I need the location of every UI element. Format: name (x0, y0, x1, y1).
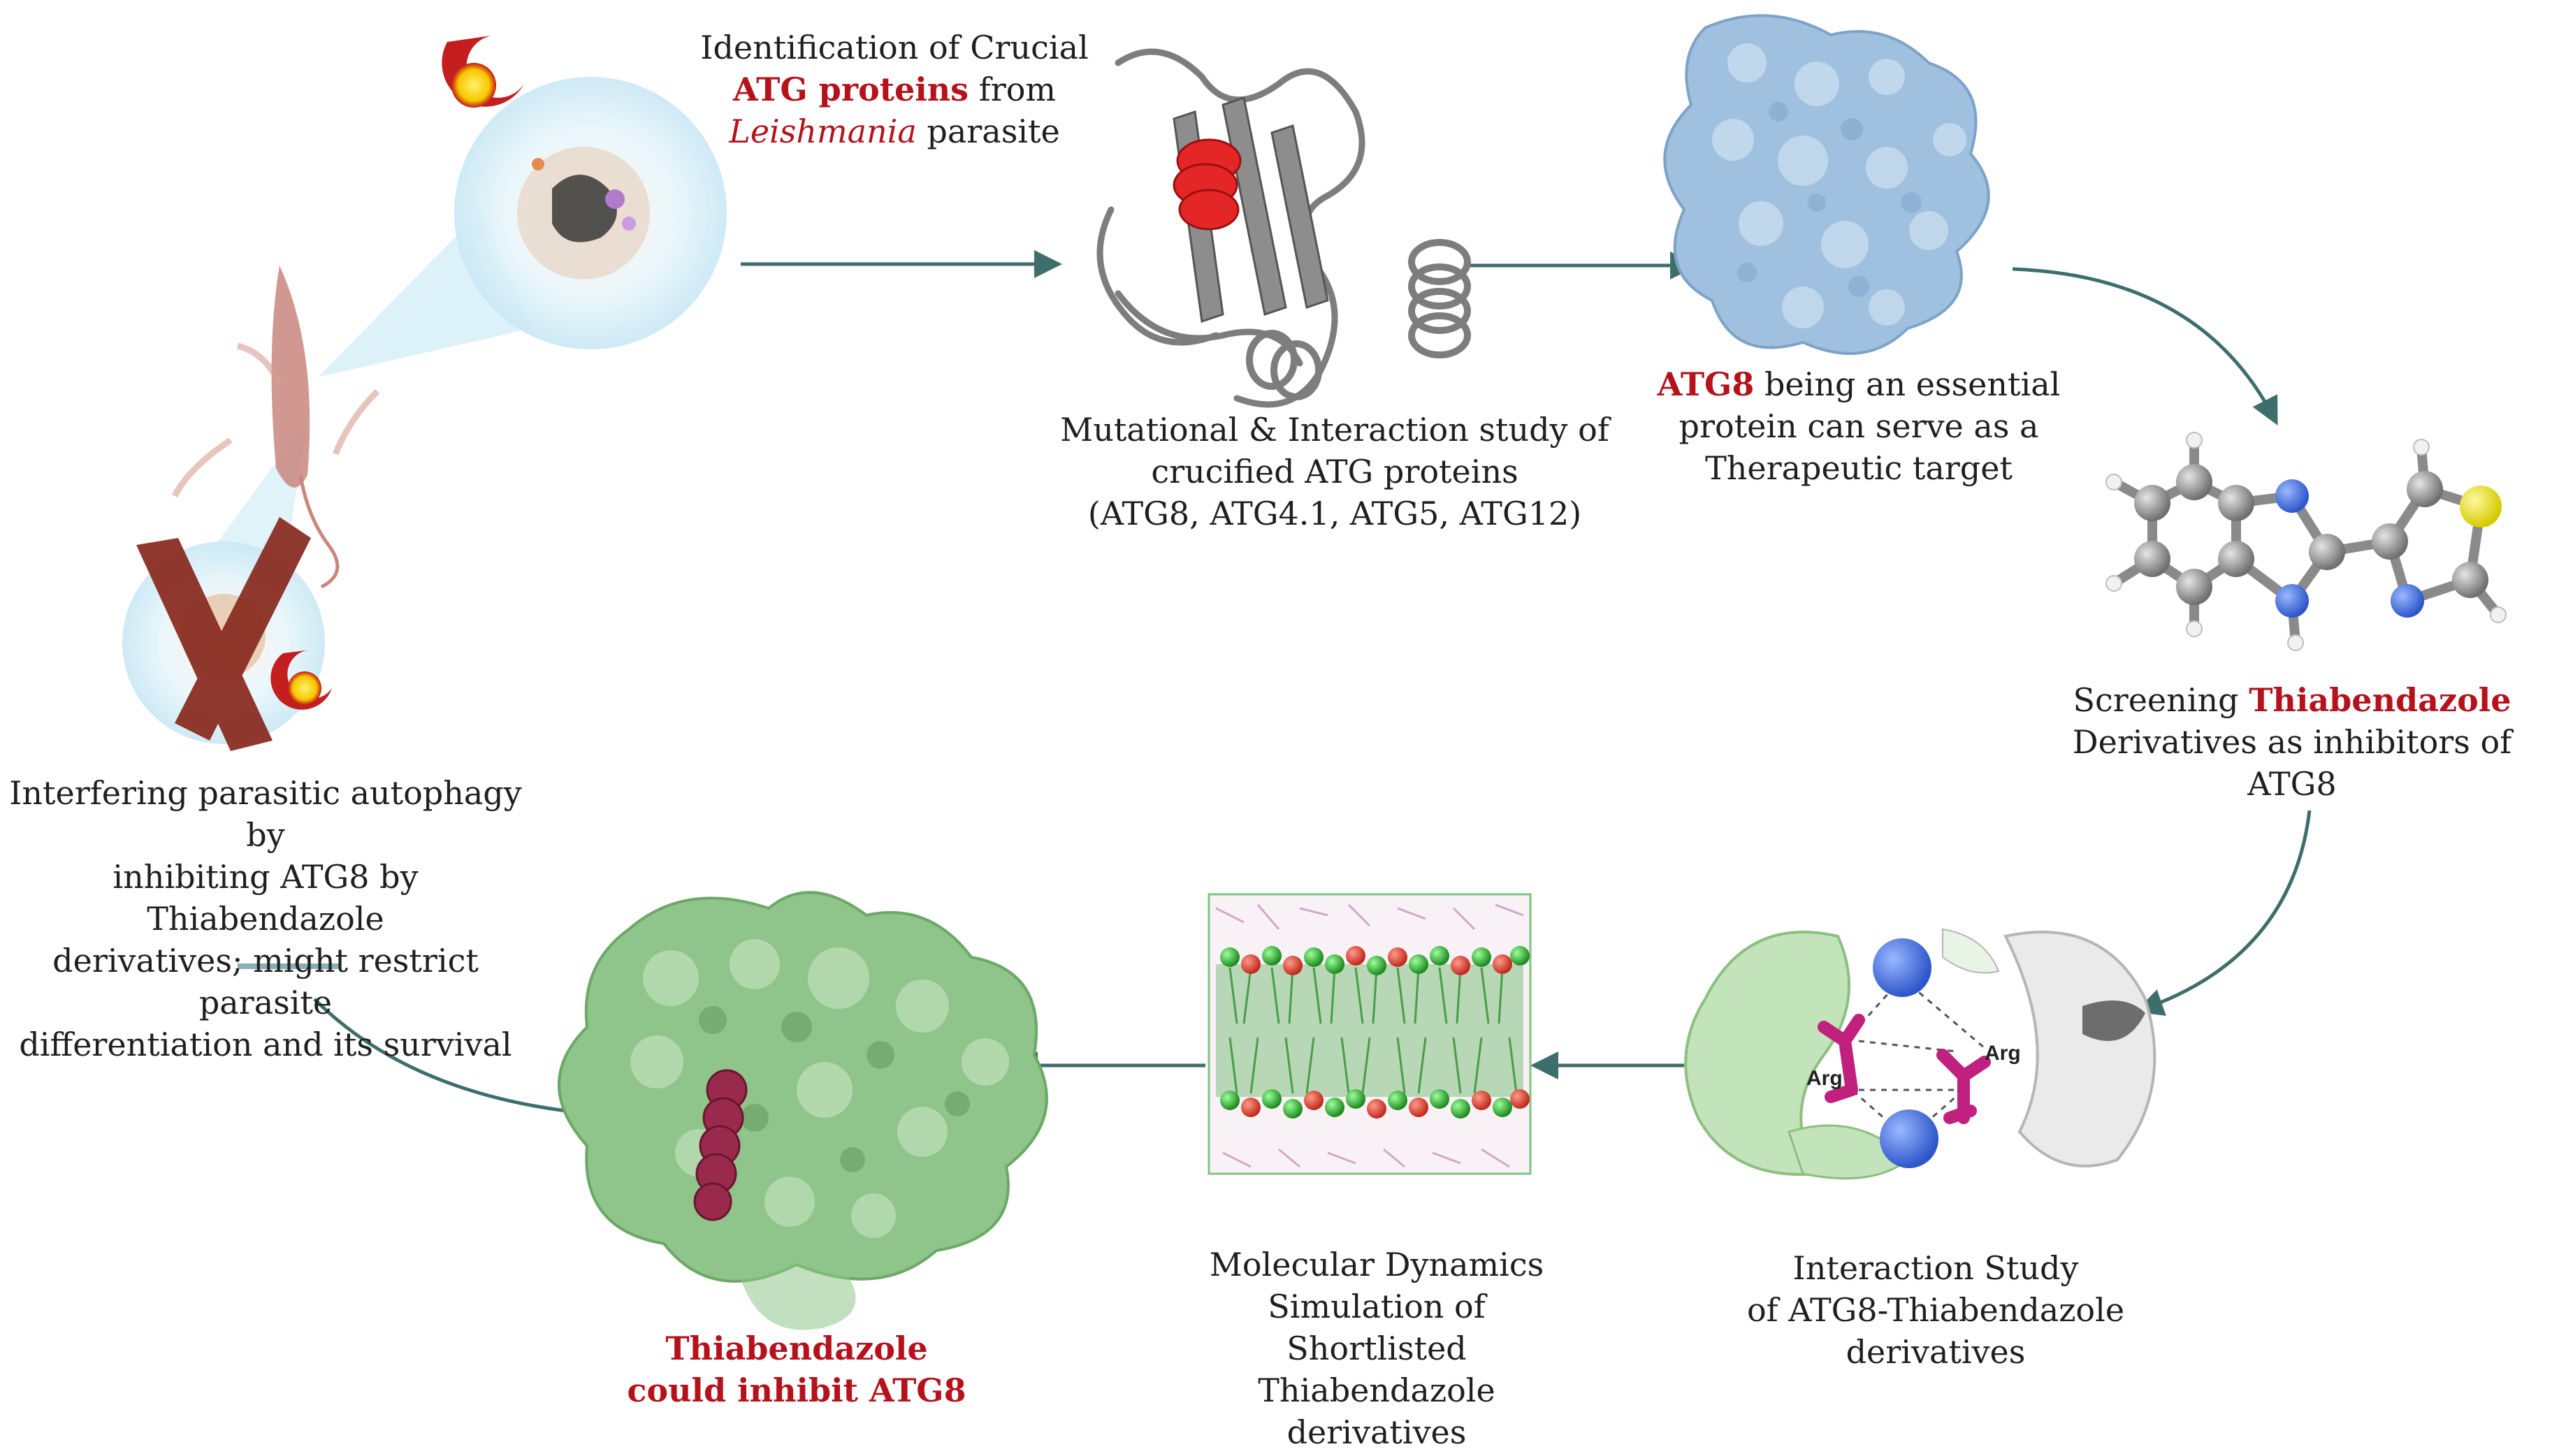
arrow-step3-to-step4 (2012, 267, 2278, 425)
step3-line1-rest: being an essential (1754, 365, 2061, 403)
step3-line2: protein can serve as a (1679, 407, 2039, 445)
step5-line3: derivatives (1846, 1333, 2026, 1371)
arrow-step7-to-step8 (313, 998, 567, 1113)
residue-label-arg-right: Arg (1985, 1042, 2021, 1065)
step1-line1: Identification of Crucial (700, 29, 1089, 66)
leishmania-parasite-illustration (122, 35, 727, 751)
step8-line3: derivatives; might restrict parasite (52, 942, 479, 1021)
bound-inhibitor-ligand (693, 1069, 748, 1221)
step1-line3-rest: parasite (916, 112, 1060, 150)
step6-caption: Molecular Dynamics Simulation of Shortli… (1188, 1244, 1565, 1453)
step4-thiabendazole: Thiabendazole (2249, 681, 2511, 719)
atg8-surface-structure (1663, 14, 1990, 355)
lipid-headgroups-upper (1220, 946, 1530, 975)
step8-line1: Interfering parasitic autophagy by (9, 774, 522, 854)
step6-line3: Shortlisted (1286, 1330, 1467, 1367)
atg8-binding-pocket: Arg Arg (1684, 928, 2156, 1180)
autophagosome-lower (270, 650, 332, 710)
residue-label-arg-left: Arg (1806, 1067, 1843, 1090)
step1-line2-rest: from (969, 71, 1057, 108)
step8-line4: differentiation and its survival (19, 1026, 512, 1063)
md-simulation-box (1208, 893, 1532, 1175)
inhibition-cross-icon (136, 517, 311, 751)
step6-line1: Molecular Dynamics (1209, 1246, 1544, 1283)
step1-caption: Identification of Crucial ATG proteins f… (692, 27, 1097, 152)
metal-ion-upper (1873, 938, 1931, 997)
step8-caption: Interfering parasitic autophagy by inhib… (0, 772, 531, 1065)
step4-caption: Screening Thiabendazole Derivatives as i… (2040, 679, 2544, 805)
step3-caption: ATG8 being an essential protein can serv… (1649, 363, 2068, 489)
arrow-step4-to-step5 (2135, 810, 2312, 1016)
step1-leishmania: Leishmania (729, 112, 917, 150)
step2-line3: (ATG8, ATG4.1, ATG5, ATG12) (1087, 495, 1582, 532)
step4-line1-pre: Screening (2073, 681, 2249, 719)
step7-line1: Thiabendazole (665, 1330, 928, 1367)
step6-line5: derivatives (1286, 1413, 1467, 1451)
step3-line3: Therapeutic target (1705, 449, 2013, 487)
thiabendazole-molecule (2105, 432, 2507, 651)
red-helix-highlight (1173, 138, 1242, 231)
step7-caption: Thiabendazole could inhibit ATG8 (587, 1327, 1006, 1411)
step2-line1: Mutational & Interaction study of (1060, 411, 1609, 449)
promastigote-body (271, 265, 310, 488)
flow-arrows (238, 250, 2312, 1113)
step4-line2: Derivatives as inhibitors of ATG8 (2072, 723, 2512, 803)
step5-line2: of ATG8-Thiabendazole (1746, 1291, 2125, 1329)
step5-line1: Interaction Study (1792, 1249, 2079, 1287)
step8-line2: inhibiting ATG8 by Thiabendazole (113, 858, 419, 938)
step3-atg8: ATG8 (1657, 365, 1755, 403)
step5-caption: Interaction Study of ATG8-Thiabendazole … (1712, 1247, 2159, 1373)
atg8-inhibitor-complex (558, 891, 1048, 1330)
step7-line2: could inhibit ATG8 (627, 1371, 966, 1409)
atg-protein-ribbon-structure (1096, 48, 1471, 408)
step1-atg-proteins: ATG proteins (732, 71, 969, 108)
step6-line4: Thiabendazole (1258, 1371, 1495, 1409)
step6-line2: Simulation of (1268, 1288, 1486, 1325)
step2-caption: Mutational & Interaction study of crucif… (1048, 409, 1621, 534)
step2-line2: crucified ATG proteins (1151, 453, 1518, 490)
lipid-headgroups-lower (1220, 1089, 1530, 1119)
metal-ion-lower (1880, 1109, 1938, 1168)
grey-helix-right (1408, 239, 1471, 358)
